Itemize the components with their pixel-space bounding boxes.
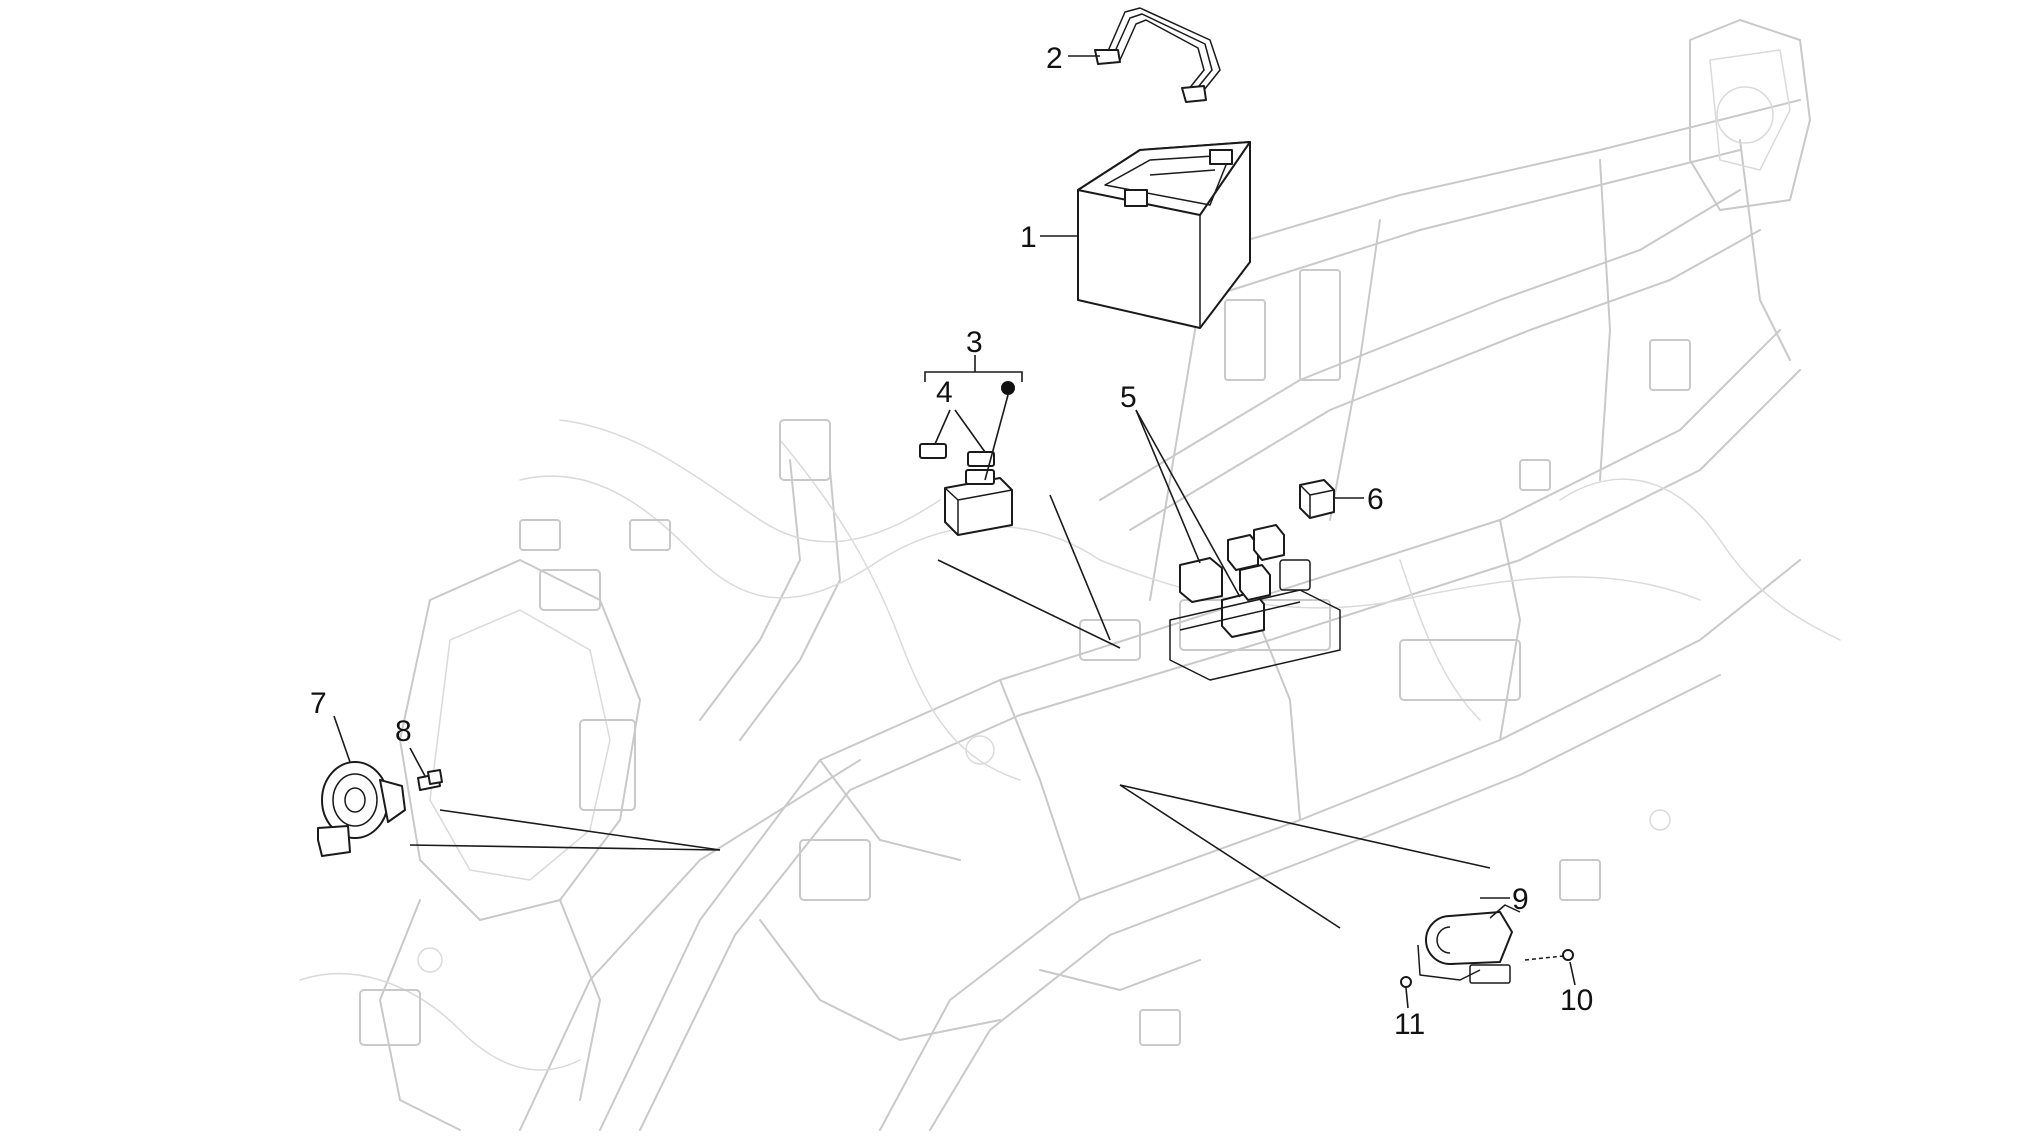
callout-9: 9 [1512,883,1529,916]
buzzer-part [1417,904,1521,984]
callout-6: 6 [1367,483,1384,516]
callout-labels: 1 2 3 4 5 6 7 8 9 10 11 [310,42,1593,1041]
battery-part [1077,141,1251,329]
battery-strap-part [1094,7,1221,103]
horn-part [317,761,406,857]
callout-8: 8 [395,715,412,748]
callout-3: 3 [966,326,983,359]
relay-part [1299,479,1335,519]
scooter-frame-drawing [299,19,1841,1131]
callout-1: 1 [1020,221,1037,254]
callout-11: 11 [1394,1008,1425,1041]
horn-screw-part [417,769,443,791]
callout-7: 7 [310,687,327,720]
callout-10: 10 [1560,984,1593,1017]
starter-relay-part [944,469,1013,536]
callout-4: 4 [936,376,953,409]
callout-5: 5 [1120,381,1137,414]
assembly-dot-icon [1001,381,1015,395]
bolt-part [1524,949,1574,961]
callout-2: 2 [1046,42,1063,75]
relay-group-part [1169,524,1341,681]
nut-part [1400,976,1412,988]
fuse-part [919,443,995,467]
leader-lines [333,55,1576,1009]
